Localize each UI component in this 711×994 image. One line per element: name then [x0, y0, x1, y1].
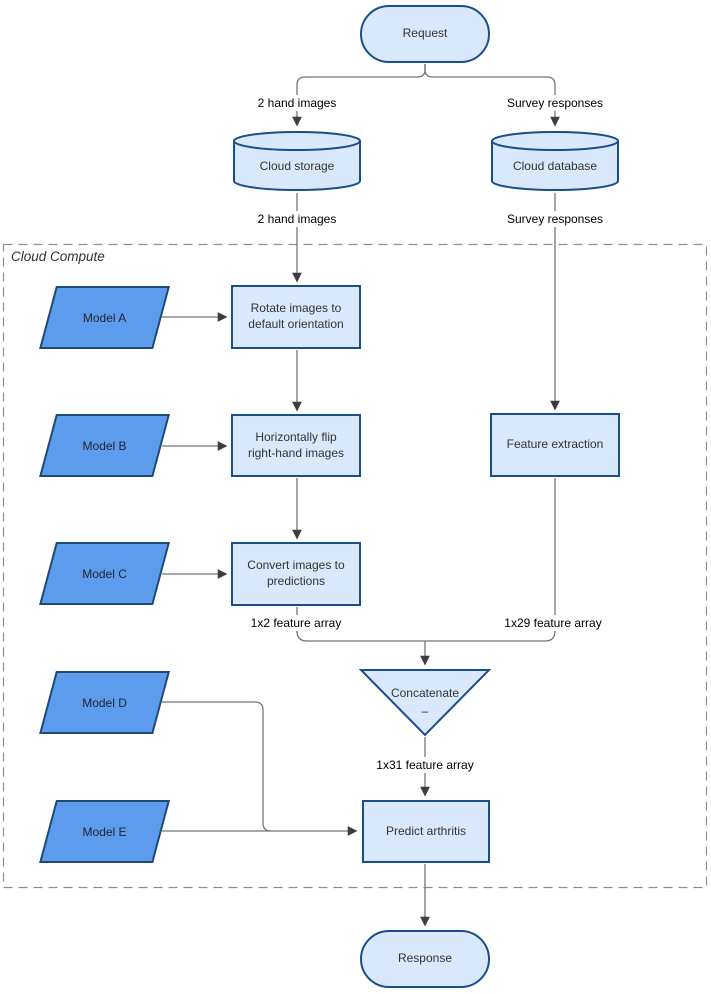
edge-request-to-storage — [292, 64, 426, 127]
feature-extraction-label: Feature extraction — [506, 437, 604, 452]
edge-label-feature-output: 1x29 feature array — [500, 615, 606, 631]
model-b-node: Model B — [39, 414, 170, 477]
model-b-label: Model B — [82, 438, 127, 453]
rotate-images-node: Rotate images to default orientation — [231, 285, 361, 349]
response-label: Response — [397, 951, 453, 966]
model-d-label: Model D — [82, 695, 127, 710]
flip-images-label: Horizontally flip right-hand images — [247, 429, 345, 460]
cloud-compute-container-border — [2, 243, 708, 889]
model-e-node: Model E — [39, 800, 170, 863]
cloud-compute-container-label: Cloud Compute — [11, 249, 105, 264]
model-a-label: Model A — [82, 310, 127, 325]
edge-label-request-to-database: Survey responses — [502, 95, 608, 111]
inverted-triangle-shape — [358, 669, 492, 737]
edge-label-database-to-feature: Survey responses — [502, 211, 608, 227]
predict-arthritis-node: Predict arthritis — [362, 800, 490, 863]
rotate-images-label: Rotate images to default orientation — [248, 301, 344, 331]
cylinder-shape — [233, 131, 361, 191]
edge-label-convert-output: 1x2 feature array — [246, 615, 346, 631]
cylinder-shape — [491, 131, 619, 191]
flip-images-node: Horizontally flip right-hand images — [231, 414, 361, 477]
model-c-node: Model C — [39, 542, 170, 605]
feature-extraction-node: Feature extraction — [490, 413, 620, 477]
predict-arthritis-label: Predict arthritis — [385, 823, 467, 838]
edge-label-concatenate-output: 1x31 feature array — [372, 757, 478, 773]
edge-model-d-to-predict — [162, 701, 272, 832]
concatenate-sublabel: – — [421, 704, 429, 718]
request-label: Request — [402, 26, 448, 41]
edge-feature-to-concatenate — [425, 478, 556, 642]
model-c-label: Model C — [82, 566, 127, 581]
cloud-storage-node: Cloud storage — [232, 130, 362, 192]
model-d-node: Model D — [39, 671, 170, 734]
edge-label-request-to-storage: 2 hand images — [253, 95, 341, 111]
cloud-database-node: Cloud database — [490, 130, 620, 192]
edge-request-to-database — [424, 64, 560, 127]
model-e-label: Model E — [82, 824, 127, 839]
edge-label-storage-to-rotate: 2 hand images — [253, 211, 341, 227]
request-node: Request — [360, 5, 490, 63]
model-a-node: Model A — [39, 286, 170, 349]
concatenate-node: Concatenate – — [358, 668, 492, 738]
convert-images-node: Convert images to predictions — [231, 542, 361, 606]
edge-convert-to-concatenate — [296, 607, 425, 642]
response-node: Response — [360, 930, 490, 988]
convert-images-label: Convert images to predictions — [247, 558, 345, 588]
